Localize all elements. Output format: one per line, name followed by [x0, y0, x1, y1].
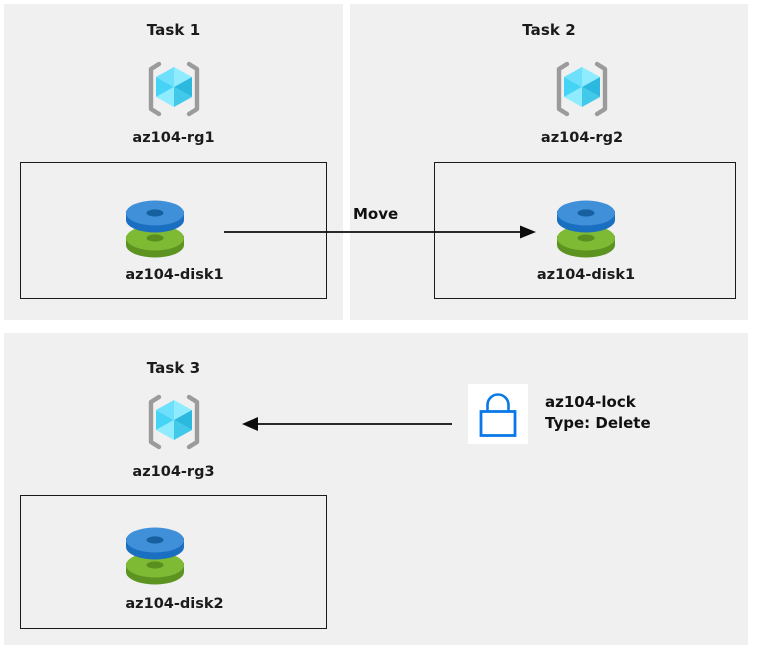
task-1-resource-group-label: az104-rg1: [132, 130, 215, 146]
task-panel-3: Task 3 az104-rg3: [4, 333, 748, 645]
task-2-title: Task 2: [522, 21, 576, 39]
task-3-resource-group-label: az104-rg3: [132, 464, 215, 480]
move-connector-label: Move: [353, 205, 399, 223]
task-panel-2: Task 2 az104-rg2: [350, 4, 748, 320]
task-3-resource-label: az104-disk2: [125, 596, 224, 612]
move-connector-arrow: [224, 225, 536, 239]
azure-managed-disk-icon: [548, 197, 624, 259]
task-2-resource-group-label: az104-rg2: [540, 130, 624, 146]
lock-type-label: Type: Delete: [545, 414, 651, 432]
lock-connector-arrow: [242, 417, 452, 431]
task-3-resource-group-box: az104-disk2: [20, 495, 327, 629]
azure-managed-disk-icon: [117, 197, 193, 259]
lock-name-label: az104-lock: [545, 393, 636, 411]
azure-resource-group-icon: [142, 57, 206, 121]
azure-managed-disk-icon: [117, 524, 193, 586]
task-panel-1: Task 1 az104-rg1: [4, 4, 343, 320]
task-2-resource-group-box: az104-disk1: [434, 162, 736, 299]
task-1-title: Task 1: [146, 21, 201, 39]
task-1-resource-group-box: az104-disk1: [20, 162, 327, 299]
lock-icon: [479, 393, 517, 437]
lock-icon-tile: [468, 384, 528, 444]
task-2-resource-label: az104-disk1: [536, 267, 636, 283]
azure-resource-group-icon: [550, 57, 614, 121]
azure-resource-group-icon: [142, 390, 206, 454]
task-3-title: Task 3: [146, 359, 201, 377]
task-1-resource-label: az104-disk1: [125, 267, 224, 283]
